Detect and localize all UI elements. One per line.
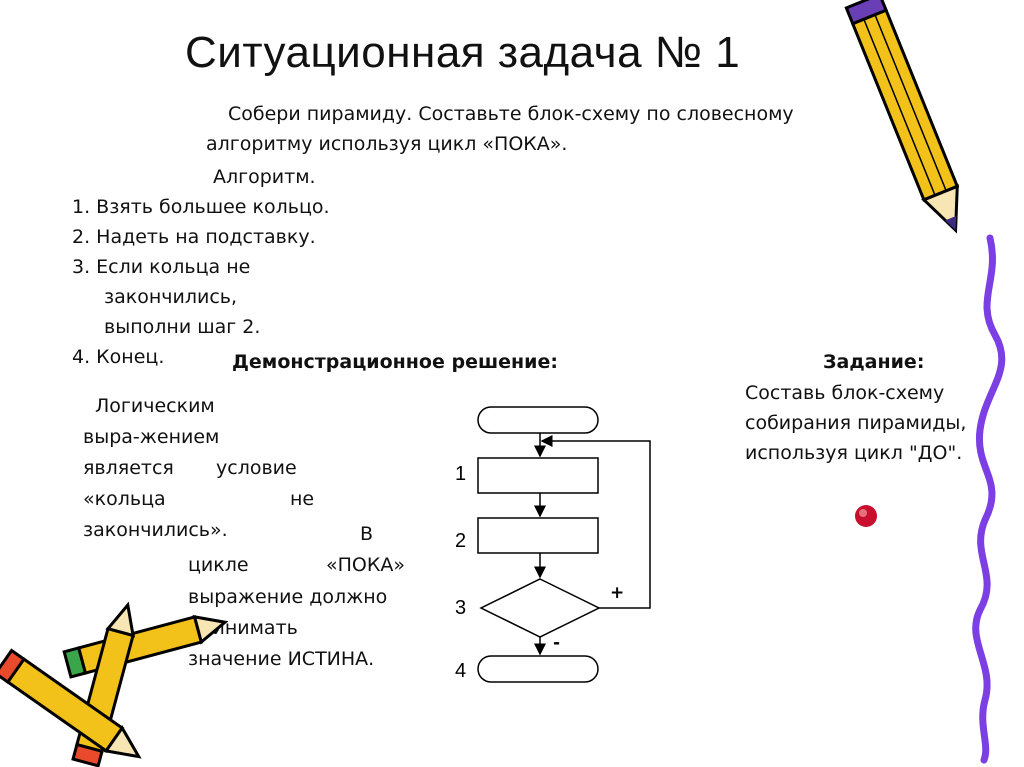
task-line: собирания пирамиды, <box>745 412 967 434</box>
explanation-line: «ПОКА» <box>326 554 405 576</box>
step-2: 2. Надеть на подставку. <box>72 226 316 248</box>
ribbon-decoration <box>972 234 1006 764</box>
task-line: используя цикл "ДО". <box>745 442 963 464</box>
pencil-icon <box>0 648 142 759</box>
yes-label: + <box>610 583 624 603</box>
demo-heading: Демонстрационное решение: <box>232 351 558 373</box>
bullet-decoration <box>855 505 877 527</box>
algorithm-label: Алгоритм. <box>213 166 316 188</box>
process-put-ring <box>477 517 599 554</box>
page-title: Ситуационная задача № 1 <box>185 28 741 77</box>
explanation-line: не <box>290 488 315 510</box>
decision-diamond <box>479 578 601 638</box>
flowchart-num-1: 1 <box>455 463 466 485</box>
start-terminator <box>477 406 599 434</box>
explanation-line: условие <box>216 457 297 479</box>
step-3-cont-1: закончились, <box>104 286 238 308</box>
flowchart-num-4: 4 <box>455 660 466 682</box>
process-take-ring <box>477 457 599 494</box>
explanation-line: цикле <box>188 554 249 576</box>
pencil-icon <box>62 615 229 679</box>
task-heading: Задание: <box>823 351 925 373</box>
explanation-line: В <box>360 523 374 545</box>
loop-back-line <box>540 435 651 609</box>
no-label: - <box>553 633 560 653</box>
explanation-line: выра-жением <box>83 426 220 448</box>
pencil-icon <box>844 0 960 234</box>
explanation-line: значение ИСТИНА. <box>188 648 375 670</box>
end-terminator <box>477 655 599 683</box>
explanation-line: является <box>83 457 174 479</box>
task-line: Составь блок-схему <box>745 382 945 404</box>
flowchart-num-3: 3 <box>455 597 466 619</box>
algorithm-steps: 1. Взять большее кольцо. 2. Надеть на по… <box>72 192 330 372</box>
flowchart-num-2: 2 <box>455 530 466 552</box>
step-4: 4. Конец. <box>72 346 165 368</box>
explanation-line: Логическим <box>95 395 215 417</box>
intro-line-1: Собери пирамиду. Составьте блок-схему по… <box>228 103 794 125</box>
step-3: 3. Если кольца не <box>72 256 251 278</box>
step-1: 1. Взять большее кольцо. <box>72 196 330 218</box>
explanation-line: закончились». <box>83 519 228 541</box>
intro-line-2: алгоритму используя цикл «ПОКА». <box>206 133 568 155</box>
explanation-line: выражение должно <box>188 586 388 608</box>
step-3-cont-2: выполни шаг 2. <box>104 316 261 338</box>
explanation-line: «кольца <box>83 488 166 510</box>
flowchart <box>477 406 651 683</box>
